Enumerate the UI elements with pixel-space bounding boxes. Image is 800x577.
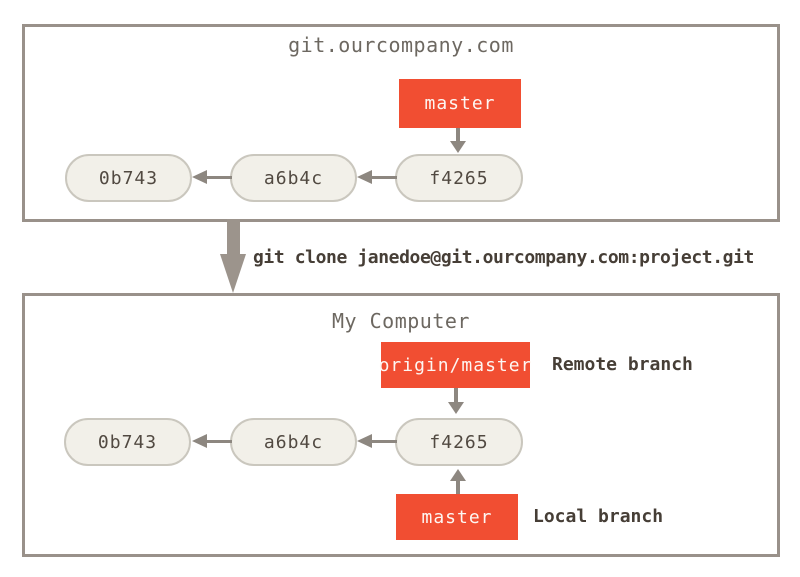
local-master-arrow-up-icon <box>450 469 466 481</box>
remote-branch-annotation: Remote branch <box>552 354 693 375</box>
computer-box: My Computer origin/master Remote branch … <box>22 293 780 557</box>
clone-arrow-down-icon <box>220 254 246 293</box>
clone-command-text: git clone janedoe@git.ourcompany.com:pro… <box>253 247 754 268</box>
local-arrow-left-icon-1 <box>192 434 207 448</box>
local-commit-0b743: 0b743 <box>64 418 191 466</box>
server-commit-0b743: 0b743 <box>65 154 192 202</box>
local-arrow-f4265-a6b4c-shaft <box>370 440 397 443</box>
server-arrow-left-icon-2 <box>357 170 372 184</box>
server-arrow-left-icon-1 <box>192 170 207 184</box>
server-master-arrow-shaft <box>456 128 460 143</box>
server-arrow-f4265-a6b4c-shaft <box>370 176 397 179</box>
local-master-branch-label: master <box>396 494 518 540</box>
server-commit-a6b4c: a6b4c <box>230 154 357 202</box>
local-branch-annotation: Local branch <box>533 506 664 527</box>
remote-branch-arrow-down-icon <box>448 402 464 414</box>
server-box: git.ourcompany.com master 0b743 a6b4c f4… <box>22 24 780 222</box>
server-master-arrow-down-icon <box>450 141 466 153</box>
server-master-branch-label: master <box>399 79 521 128</box>
local-arrow-left-icon-2 <box>357 434 372 448</box>
remote-branch-label: origin/master <box>379 342 531 388</box>
server-commit-f4265: f4265 <box>395 154 523 202</box>
local-commit-a6b4c: a6b4c <box>230 418 357 466</box>
local-arrow-a6b4c-0b743-shaft <box>205 440 232 443</box>
clone-arrow-shaft <box>227 219 240 255</box>
server-box-title: git.ourcompany.com <box>288 33 514 57</box>
local-master-arrow-shaft <box>456 480 460 494</box>
local-commit-f4265: f4265 <box>395 418 523 466</box>
server-arrow-a6b4c-0b743-shaft <box>205 176 232 179</box>
computer-box-title: My Computer <box>332 309 470 333</box>
remote-branch-arrow-shaft <box>454 388 458 403</box>
